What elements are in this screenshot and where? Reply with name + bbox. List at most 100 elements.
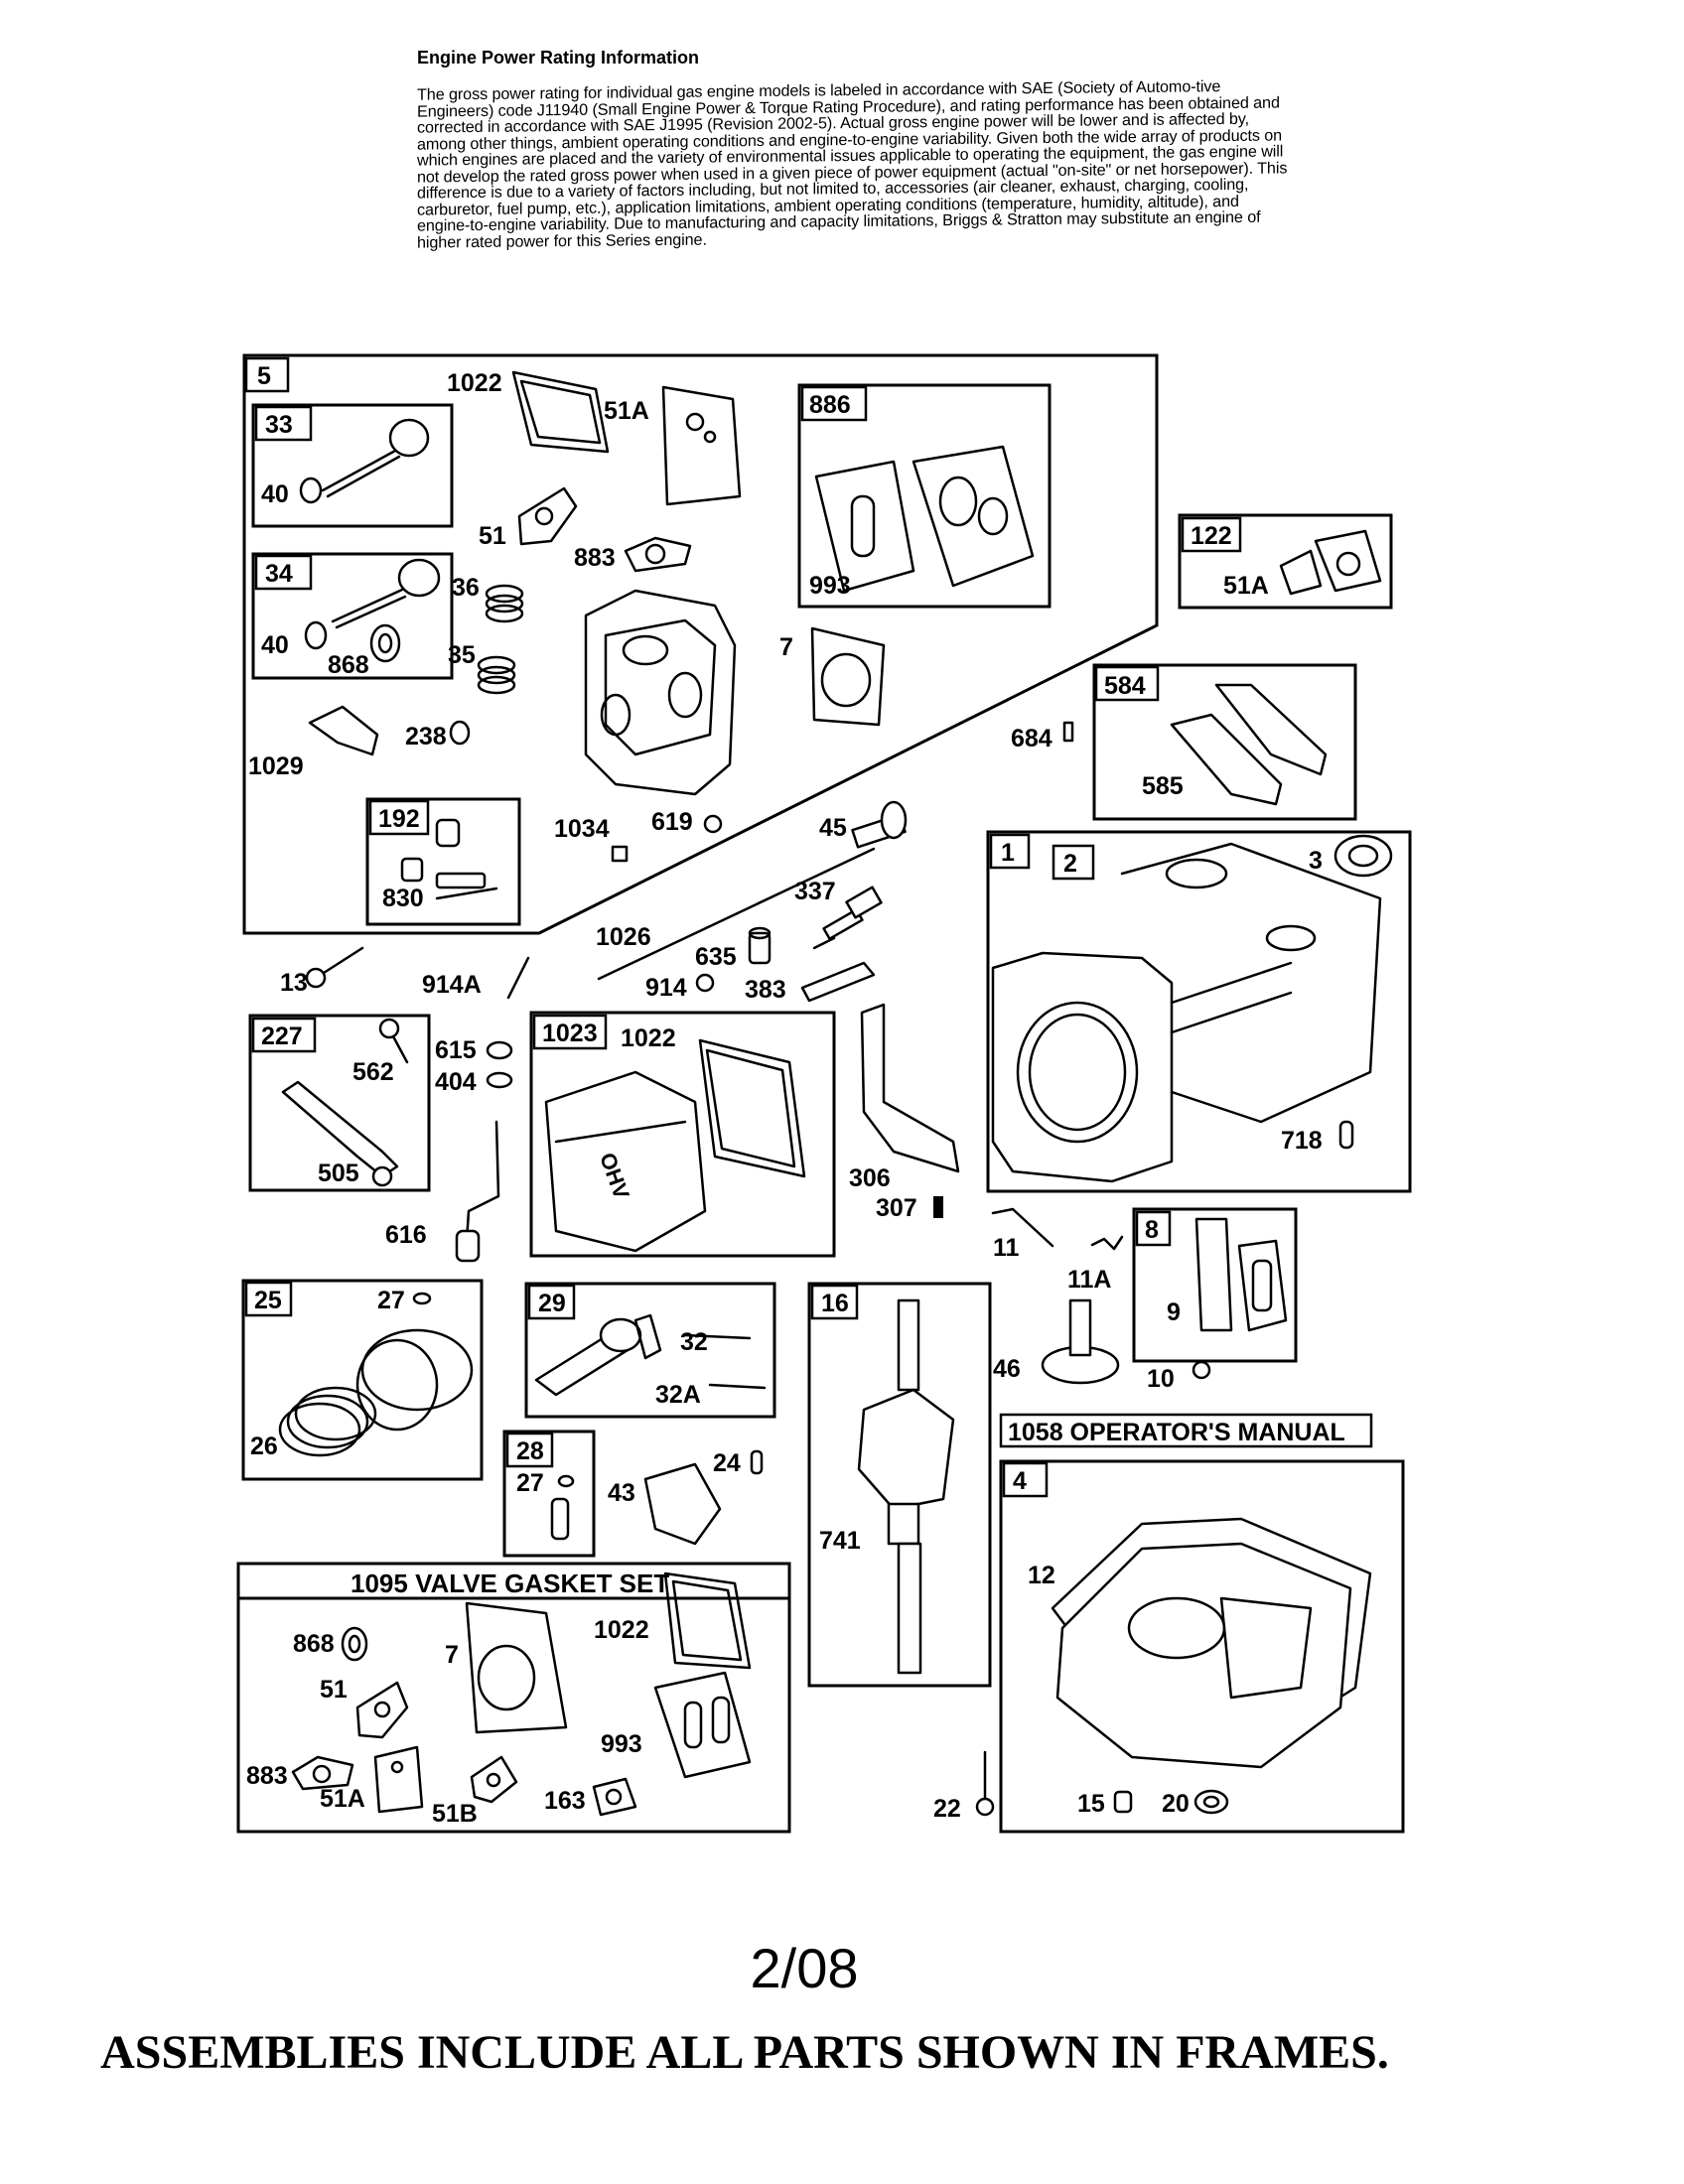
assembly-number: 28 — [516, 1437, 544, 1465]
part-label: 12 — [1028, 1562, 1055, 1589]
sump-icon — [1055, 1542, 1352, 1769]
piston-pin-icon — [550, 1497, 570, 1541]
part-label: 36 — [452, 574, 480, 602]
connecting-rod-icon — [534, 1313, 662, 1397]
assembly-frame-1095: 1095 VALVE GASKET SET 868 7 1022 51 993 … — [236, 1562, 791, 1834]
part-label: 383 — [745, 976, 786, 1004]
governor-shaft-icon — [455, 1120, 500, 1263]
footer-note: ASSEMBLIES INCLUDE ALL PARTS SHOWN IN FR… — [100, 2026, 1389, 2079]
part-label: 830 — [382, 885, 424, 912]
part-label: 1026 — [596, 923, 651, 951]
assembly-number: 886 — [809, 391, 851, 419]
rocker-arm-icon — [308, 705, 379, 756]
part-label: 619 — [651, 808, 693, 836]
part-label: 307 — [876, 1194, 917, 1222]
part-label: 51B — [432, 1800, 478, 1828]
valve-spring-icon — [485, 584, 524, 623]
part-label: 24 — [713, 1449, 741, 1477]
screw-icon — [703, 814, 723, 834]
part-label: 1022 — [621, 1024, 676, 1052]
valve-seal-icon — [341, 1626, 368, 1662]
assembly-number: 1 — [1001, 839, 1015, 867]
part-label: 993 — [601, 1730, 642, 1758]
part-label: 7 — [445, 1641, 459, 1669]
part-label: 43 — [608, 1479, 635, 1507]
assembly-frame-33: 33 40 — [251, 403, 454, 528]
manual-label: 1058 OPERATOR'S MANUAL — [1008, 1419, 1345, 1446]
part-label: 741 — [819, 1527, 861, 1555]
part-label: 20 — [1162, 1790, 1190, 1818]
part-label: 51 — [479, 522, 506, 550]
exhaust-gasket-icon — [291, 1755, 354, 1791]
part-label: 1022 — [447, 369, 502, 397]
tappet-icon — [851, 800, 908, 849]
operators-manual-label: 1058 OPERATOR'S MANUAL — [999, 1413, 1373, 1448]
oil-plug-icon — [1113, 1790, 1133, 1814]
clip-icon — [611, 845, 629, 863]
part-label: 51 — [320, 1676, 348, 1704]
part-label: 883 — [574, 544, 616, 572]
assembly-number: 25 — [254, 1287, 282, 1314]
assembly-number: 16 — [821, 1290, 849, 1317]
assembly-frame-886: 886 993 — [797, 383, 1052, 609]
part-label: 32 — [680, 1328, 708, 1356]
governor-assembly-icon — [643, 1462, 722, 1546]
part-label: 914 — [645, 974, 687, 1002]
exhaust-gasket-icon — [624, 536, 692, 573]
dowel-pin-icon — [750, 1449, 764, 1475]
assembly-number: 584 — [1104, 672, 1146, 700]
engine-power-rating-info: Engine Power Rating Information The gros… — [417, 48, 1291, 251]
part-label: 40 — [261, 480, 289, 508]
valve-cover-icon: OHV — [544, 1070, 707, 1253]
part-label: 684 — [1011, 725, 1052, 752]
exhaust-valve-icon — [304, 558, 441, 663]
rod-bolt-icon — [683, 1333, 752, 1340]
link-icon — [991, 1207, 1054, 1248]
assembly-frame-34: 34 40 868 — [251, 552, 454, 680]
head-gasket-icon — [465, 1601, 568, 1734]
part-label: 993 — [809, 572, 851, 600]
assembly-number: 5 — [257, 362, 271, 390]
assembly-frame-25: 25 27 26 — [241, 1279, 484, 1481]
governor-lever-icon — [281, 1018, 409, 1187]
part-label: 27 — [516, 1469, 544, 1497]
elbow-fitting-icon — [748, 926, 772, 965]
part-label: 163 — [544, 1787, 586, 1815]
part-label: 40 — [261, 631, 289, 659]
part-label: 337 — [794, 878, 836, 905]
heat-shield-icon — [373, 1745, 424, 1814]
assembly-number: 33 — [265, 411, 293, 439]
part-label: 11 — [993, 1234, 1020, 1262]
washer-icon — [486, 1040, 513, 1060]
part-label: 51A — [1223, 572, 1269, 600]
assembly-number: 227 — [261, 1023, 303, 1050]
part-label: 7 — [779, 633, 793, 661]
part-label: 27 — [377, 1287, 405, 1314]
push-rod-icon — [597, 847, 876, 981]
assembly-number: 34 — [265, 560, 293, 588]
intake-valve-icon — [299, 418, 430, 504]
part-label: 1022 — [594, 1616, 649, 1644]
washer-icon — [486, 1071, 513, 1089]
part-label: 35 — [448, 641, 476, 669]
piston-icon — [355, 1328, 474, 1432]
page-number: 2/08 — [750, 1937, 859, 1999]
breather-icon — [1194, 1217, 1288, 1332]
oil-seal-icon — [1333, 834, 1393, 878]
nut-icon — [695, 973, 715, 993]
assembly-frame-29: 29 32 32A — [524, 1282, 776, 1419]
assembly-frame-1: 1 2 3 718 — [986, 830, 1412, 1193]
clip-icon — [1090, 1235, 1124, 1251]
screw-icon — [933, 1196, 943, 1218]
assembly-number: 2 — [1063, 850, 1077, 878]
cylinder-block-icon — [991, 842, 1382, 1183]
bracket-icon — [800, 961, 876, 1003]
gasket-icon — [592, 1777, 637, 1817]
pin-clip-icon — [412, 1292, 432, 1305]
assembly-frame-1023: 1023 OHV 1022 — [529, 1011, 836, 1258]
part-label: 22 — [933, 1795, 961, 1823]
assembly-frame-16: 16 741 — [807, 1282, 992, 1688]
part-label: 51A — [604, 397, 649, 425]
guard-icon — [1170, 683, 1328, 806]
